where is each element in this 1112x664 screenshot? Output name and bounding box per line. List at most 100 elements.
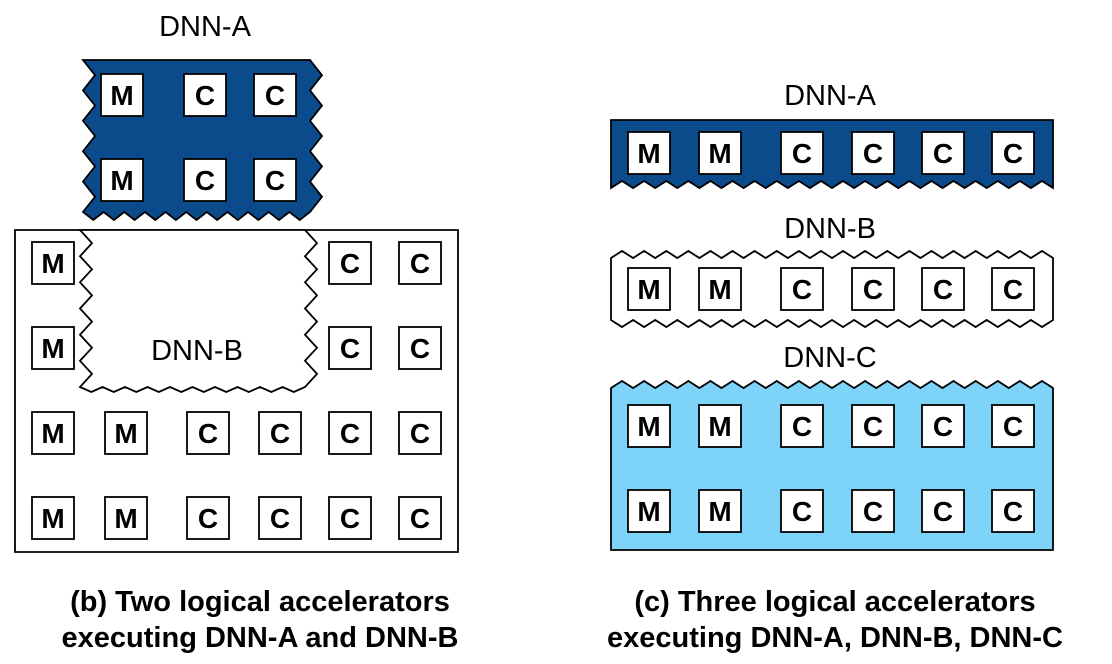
compute-unit: C [991, 131, 1035, 175]
unit-letter: C [1003, 411, 1023, 442]
unit-letter: M [708, 274, 731, 305]
unit-box [991, 404, 1035, 448]
label-right-dnn-a: DNN-A [784, 80, 876, 112]
unit-letter: C [863, 411, 883, 442]
unit-box [258, 496, 302, 540]
compute-unit: C [398, 241, 442, 285]
caption-left: (b) Two logical accelerators executing D… [30, 584, 490, 656]
unit-letter: C [410, 333, 430, 364]
unit-letter: C [410, 248, 430, 279]
unit-box [398, 241, 442, 285]
unit-letter: M [41, 418, 64, 449]
unit-letter: C [198, 503, 218, 534]
unit-letter: C [198, 418, 218, 449]
unit-box [328, 496, 372, 540]
caption-left-line2: executing DNN-A and DNN-B [61, 622, 459, 654]
unit-box [921, 489, 965, 533]
unit-box [698, 404, 742, 448]
unit-box [780, 267, 824, 311]
memory-unit: M [100, 73, 144, 117]
unit-letter: C [270, 418, 290, 449]
compute-unit: C [328, 241, 372, 285]
unit-box [31, 241, 75, 285]
unit-box [698, 131, 742, 175]
compute-unit: C [258, 496, 302, 540]
dnn-a-band [610, 119, 1054, 190]
dnn-b-gap [77, 229, 319, 393]
unit-box [186, 411, 230, 455]
label-left-dnn-b: DNN-B [151, 335, 243, 367]
unit-box [328, 411, 372, 455]
unit-box [398, 496, 442, 540]
unit-letter: M [637, 138, 660, 169]
compute-unit: C [258, 411, 302, 455]
unit-box [253, 73, 297, 117]
unit-box [851, 404, 895, 448]
unit-box [31, 326, 75, 370]
unit-box [991, 267, 1035, 311]
unit-box [698, 489, 742, 533]
unit-box [186, 496, 230, 540]
unit-box [851, 131, 895, 175]
compute-unit: C [780, 267, 824, 311]
memory-unit: M [698, 404, 742, 448]
compute-unit: C [183, 73, 227, 117]
compute-unit: C [780, 404, 824, 448]
compute-unit: C [780, 131, 824, 175]
unit-letter: C [265, 80, 285, 111]
compute-unit: C [851, 404, 895, 448]
unit-letter: M [110, 165, 133, 196]
unit-box [851, 489, 895, 533]
unit-letter: M [41, 333, 64, 364]
unit-box [328, 326, 372, 370]
compute-unit: C [398, 411, 442, 455]
memory-unit: M [698, 489, 742, 533]
unit-letter: C [863, 138, 883, 169]
unit-letter: M [637, 411, 660, 442]
unit-letter: C [340, 503, 360, 534]
unit-box [851, 267, 895, 311]
unit-box [921, 404, 965, 448]
unit-letter: C [792, 138, 812, 169]
memory-unit: M [104, 411, 148, 455]
unit-box [31, 496, 75, 540]
unit-letter: M [708, 138, 731, 169]
unit-box [253, 158, 297, 202]
compute-unit: C [253, 158, 297, 202]
memory-unit: M [31, 241, 75, 285]
unit-letter: C [933, 274, 953, 305]
unit-box [698, 267, 742, 311]
dnn-c-band [610, 379, 1054, 551]
unit-box [991, 489, 1035, 533]
unit-letter: C [1003, 274, 1023, 305]
label-right-dnn-b: DNN-B [784, 213, 876, 245]
unit-letter: M [110, 80, 133, 111]
unit-box [100, 73, 144, 117]
caption-right-line1: (c) Three logical accelerators [634, 586, 1036, 618]
label-right-dnn-c: DNN-C [783, 342, 876, 374]
compute-unit: C [253, 73, 297, 117]
compute-unit: C [991, 489, 1035, 533]
unit-letter: M [637, 496, 660, 527]
unit-letter: C [270, 503, 290, 534]
compute-unit: C [398, 496, 442, 540]
compute-unit: C [851, 267, 895, 311]
unit-box [183, 73, 227, 117]
unit-letter: C [1003, 496, 1023, 527]
unit-letter: C [340, 333, 360, 364]
compute-unit: C [851, 489, 895, 533]
compute-unit: C [921, 404, 965, 448]
compute-unit: C [328, 496, 372, 540]
compute-unit: C [398, 326, 442, 370]
unit-letter: M [41, 248, 64, 279]
unit-letter: M [114, 503, 137, 534]
caption-left-line1: (b) Two logical accelerators [70, 586, 450, 618]
unit-letter: C [792, 496, 812, 527]
compute-unit: C [921, 489, 965, 533]
unit-box [921, 131, 965, 175]
memory-unit: M [627, 489, 671, 533]
compute-unit: C [991, 404, 1035, 448]
